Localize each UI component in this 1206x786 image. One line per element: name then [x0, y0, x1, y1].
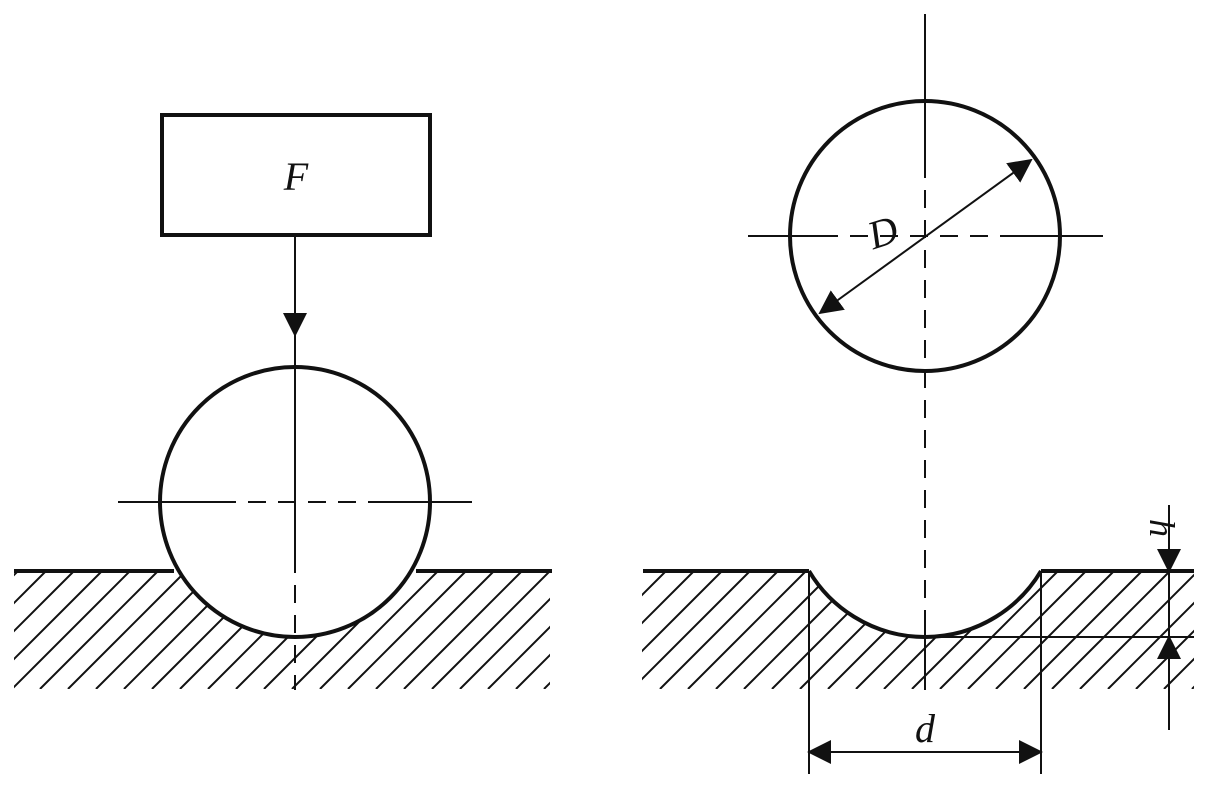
left-surface-hatching — [14, 571, 550, 689]
left-load-application-view: F — [14, 113, 552, 690]
right-hatch-line — [855, 571, 975, 689]
ball-diameter-label: D — [861, 206, 903, 258]
right-hatch-line — [1051, 571, 1171, 689]
left-hatch-line — [151, 571, 271, 689]
right-hatch-line — [1135, 629, 1194, 689]
left-hatch-line — [319, 571, 439, 689]
right-hatch-line — [642, 571, 667, 597]
left-hatch-line — [291, 571, 411, 689]
left-hatch-line — [347, 571, 467, 689]
right-hatch-line — [642, 571, 751, 681]
right-hatch-line — [1163, 657, 1194, 689]
right-hatch-line — [659, 571, 779, 689]
ball-diameter-dimension-arrow — [818, 158, 1033, 315]
left-hatch-line — [375, 571, 495, 689]
right-hatch-line — [715, 571, 835, 689]
left-hatch-line — [431, 571, 550, 689]
left-hatch-line — [123, 571, 243, 689]
left-hatch-line — [14, 571, 47, 605]
right-measurement-view: D d h — [520, 14, 1194, 774]
right-hatch-line — [771, 571, 891, 689]
left-hatch-line — [487, 625, 550, 689]
right-hatch-line — [520, 571, 638, 689]
right-hatch-line — [1107, 601, 1194, 689]
left-hatch-line — [14, 571, 131, 689]
right-hatch-line — [967, 571, 1087, 689]
indent-diameter-label: d — [915, 706, 936, 751]
left-hatch-line — [403, 571, 523, 689]
left-hatch-line — [39, 571, 159, 689]
left-hatch-line — [263, 571, 383, 689]
left-hatch-line — [14, 571, 75, 633]
right-hatch-line — [939, 571, 1059, 689]
right-hatch-line — [642, 571, 723, 653]
right-hatch-line — [995, 571, 1115, 689]
indent-depth-label: h — [1142, 519, 1182, 537]
left-hatch-line — [543, 681, 550, 689]
right-hatch-line — [1191, 685, 1194, 689]
left-hatch-line — [207, 571, 327, 689]
left-hatch-line — [67, 571, 187, 689]
right-hatch-line — [1079, 573, 1194, 689]
left-hatch-line — [14, 571, 103, 661]
left-hatch-line — [515, 653, 550, 689]
force-label: F — [283, 154, 309, 199]
right-hatch-line — [883, 571, 1003, 689]
right-surface-hatching — [520, 571, 1194, 689]
left-hatch-line — [459, 597, 550, 689]
right-hatch-line — [743, 571, 863, 689]
right-hatch-line — [642, 571, 695, 625]
left-hatch-line — [179, 571, 299, 689]
right-hatch-line — [687, 571, 807, 689]
right-hatch-line — [1023, 571, 1143, 689]
right-hatch-line — [799, 571, 919, 689]
